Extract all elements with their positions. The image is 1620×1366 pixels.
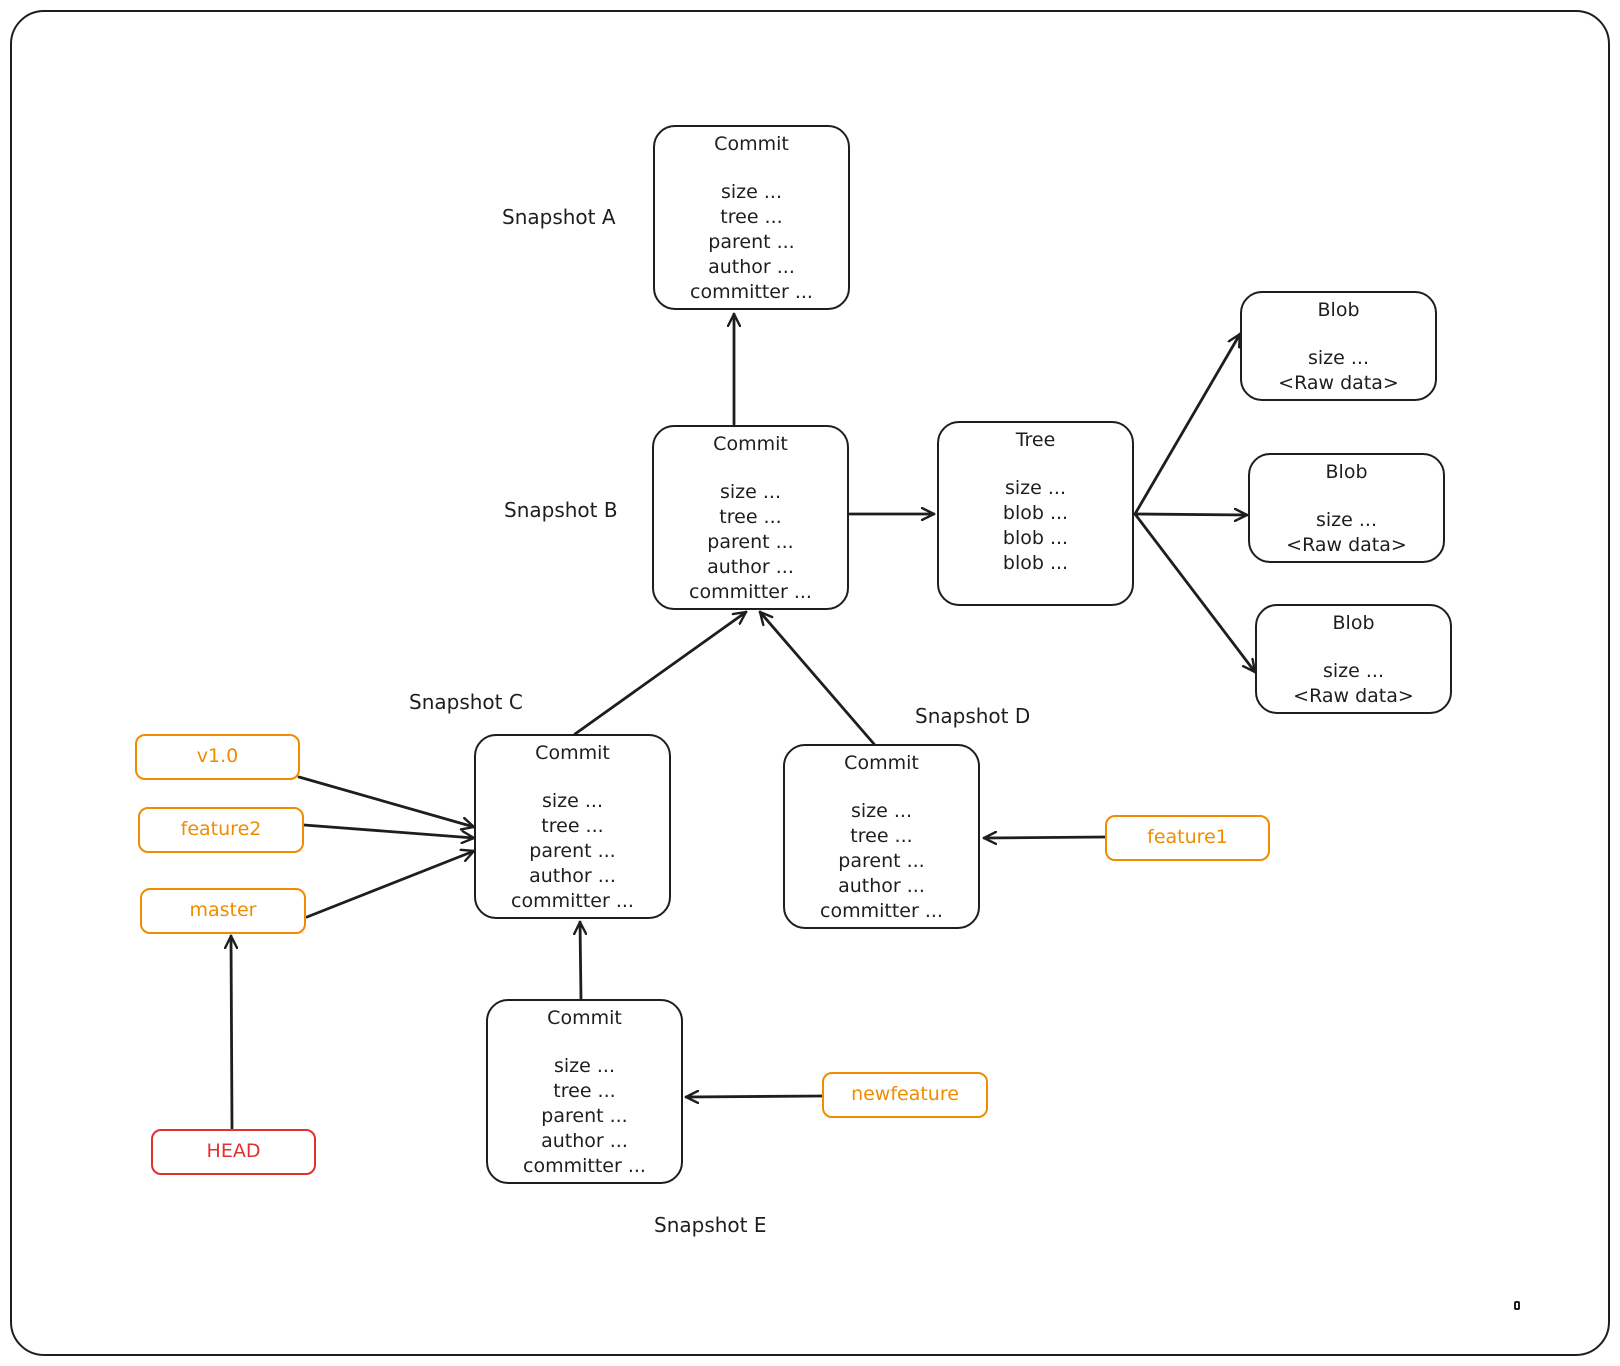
commit-field: parent ... — [838, 850, 925, 872]
commit-field: committer ... — [820, 900, 943, 922]
tree-field-size: size ... — [1005, 477, 1066, 499]
tree-title: Tree — [1015, 429, 1056, 451]
tree-node[interactable]: Tree size ... blob ... blob ... blob ... — [937, 421, 1134, 606]
edge-master-to-commit-c — [305, 851, 476, 919]
corner-mark-icon — [1514, 1301, 1520, 1310]
blob-node-1[interactable]: Blob size ... <Raw data> — [1240, 291, 1437, 401]
commit-node-c[interactable]: Commit size ... tree ... parent ... author … — [474, 734, 671, 919]
edge-commit-d-to-commit-b — [758, 610, 876, 746]
commit-node-e[interactable]: Commit size ... tree ... parent ... author … — [486, 999, 683, 1184]
commit-field: author ... — [529, 865, 616, 887]
commit-title: Commit — [535, 742, 610, 764]
commit-field: author ... — [708, 256, 795, 278]
commit-title: Commit — [844, 752, 919, 774]
commit-field: tree ... — [720, 206, 783, 228]
commit-field: author ... — [541, 1130, 628, 1152]
snapshot-e-label: Snapshot E — [654, 1213, 767, 1237]
commit-fields: size ... tree ... parent ... author ... comm… — [655, 180, 848, 305]
branch-ref-feature1[interactable]: feature1 — [1105, 815, 1270, 861]
commit-field: size ... — [554, 1055, 615, 1077]
commit-field: committer ... — [523, 1155, 646, 1177]
commit-node-a[interactable]: Commit size ... tree ... parent ... author … — [653, 125, 850, 310]
tree-field-blob: blob ... — [1002, 552, 1069, 574]
commit-fields: size ... tree ... parent ... author ... comm… — [654, 480, 847, 605]
commit-field: parent ... — [707, 531, 794, 553]
branch-ref-v1-0[interactable]: v1.0 — [135, 734, 300, 780]
commit-field: size ... — [721, 181, 782, 203]
snapshot-a-label: Snapshot A — [502, 205, 616, 229]
commit-field: committer ... — [511, 890, 634, 912]
edge-head-to-master — [231, 934, 232, 1130]
edge-feature1-to-commit-d — [982, 837, 1107, 838]
branch-ref-newfeature[interactable]: newfeature — [822, 1072, 988, 1118]
blob-field-size: size ... — [1308, 347, 1369, 369]
edge-v1-0-to-commit-c — [297, 775, 476, 827]
commit-field: tree ... — [541, 815, 604, 837]
blob-field-size: size ... — [1323, 660, 1384, 682]
blob-title: Blob — [1317, 299, 1360, 321]
snapshot-c-label: Snapshot C — [409, 690, 523, 714]
tree-fields: size ... blob ... blob ... blob ... — [939, 476, 1132, 576]
commit-fields: size ... tree ... parent ... author ... comm… — [488, 1054, 681, 1179]
edge-commit-e-to-commit-c — [580, 920, 581, 1002]
blob-title: Blob — [1332, 612, 1375, 634]
commit-field: size ... — [542, 790, 603, 812]
branch-ref-master[interactable]: master — [140, 888, 306, 934]
commit-node-d[interactable]: Commit size ... tree ... parent ... author … — [783, 744, 980, 929]
tree-field-blob: blob ... — [1002, 502, 1069, 524]
branch-ref-feature2[interactable]: feature2 — [138, 807, 304, 853]
blob-field-raw-data: <Raw data> — [1293, 685, 1414, 707]
edge-commit-c-to-commit-b — [573, 610, 748, 736]
blob-field-size: size ... — [1316, 509, 1377, 531]
commit-field: author ... — [707, 556, 794, 578]
edge-tree-to-blob-3 — [1133, 512, 1257, 674]
blob-title: Blob — [1325, 461, 1368, 483]
commit-field: tree ... — [719, 506, 782, 528]
commit-fields: size ... tree ... parent ... author ... comm… — [476, 789, 669, 914]
edge-feature2-to-commit-c — [302, 823, 476, 838]
commit-field: tree ... — [553, 1080, 616, 1102]
blob-node-3[interactable]: Blob size ... <Raw data> — [1255, 604, 1452, 714]
commit-title: Commit — [714, 133, 789, 155]
edge-newfeature-to-commit-e — [684, 1096, 824, 1097]
commit-field: parent ... — [529, 840, 616, 862]
snapshot-d-label: Snapshot D — [915, 704, 1031, 728]
head-ref[interactable]: HEAD — [151, 1129, 316, 1175]
commit-title: Commit — [713, 433, 788, 455]
commit-node-b[interactable]: Commit size ... tree ... parent ... author … — [652, 425, 849, 610]
commit-field: committer ... — [690, 281, 813, 303]
commit-field: size ... — [851, 800, 912, 822]
commit-field: author ... — [838, 875, 925, 897]
commit-field: parent ... — [708, 231, 795, 253]
edge-tree-to-blob-2 — [1133, 514, 1249, 515]
commit-fields: size ... tree ... parent ... author ... comm… — [785, 799, 978, 924]
blob-field-raw-data: <Raw data> — [1286, 534, 1407, 556]
blob-field-raw-data: <Raw data> — [1278, 372, 1399, 394]
commit-field: committer ... — [689, 581, 812, 603]
edge-tree-to-blob-1 — [1133, 332, 1242, 516]
canvas-frame — [10, 10, 1610, 1356]
commit-title: Commit — [547, 1007, 622, 1029]
commit-field: tree ... — [850, 825, 913, 847]
tree-field-blob: blob ... — [1002, 527, 1069, 549]
blob-node-2[interactable]: Blob size ... <Raw data> — [1248, 453, 1445, 563]
snapshot-b-label: Snapshot B — [504, 498, 618, 522]
commit-field: parent ... — [541, 1105, 628, 1127]
commit-field: size ... — [720, 481, 781, 503]
